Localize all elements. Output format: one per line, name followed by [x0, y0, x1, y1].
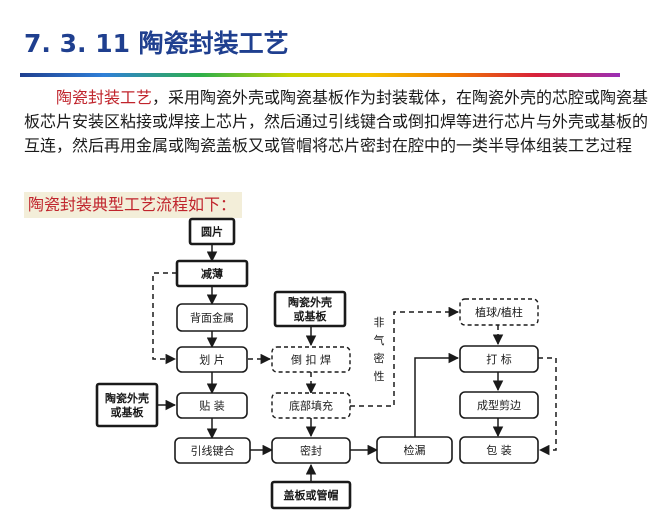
- flow-node-label: 或基板: [111, 405, 145, 419]
- flow-node-label: 背面金属: [190, 311, 234, 325]
- non-hermetic-label: 非 气 密 性: [374, 316, 385, 383]
- flow-node-label: 检漏: [404, 443, 426, 457]
- flow-edges: [152, 244, 557, 482]
- flow-node-label: 贴 装: [199, 399, 225, 413]
- flow-node-label: 密封: [300, 444, 322, 458]
- flow-node-label: 或基板: [294, 309, 328, 323]
- flow-node-label: 减薄: [201, 267, 223, 281]
- page-title: 7. 3. 11 陶瓷封装工艺: [24, 29, 289, 58]
- flow-node-box: [273, 290, 347, 328]
- side-note-char: 性: [374, 369, 385, 383]
- flow-node-label: 包 装: [486, 444, 512, 457]
- flow-node-box: [271, 392, 351, 419]
- flow-node-box: [95, 382, 159, 428]
- flow-node-mark: 打 标: [459, 345, 539, 373]
- flow-node-seal: 密封: [271, 437, 351, 464]
- flow-node-underfill: 底部填充: [271, 392, 351, 419]
- flow-node-thin: 减薄: [175, 259, 249, 288]
- flow-node-ball: 植球/植柱: [459, 298, 539, 326]
- flow-node-box: [176, 392, 248, 419]
- title-divider: [20, 73, 620, 77]
- flow-node-backmetal: 背面金属: [176, 303, 248, 332]
- flow-node-box: [459, 298, 539, 326]
- side-note-char: 非: [374, 316, 385, 329]
- flow-node-lid: 盖板或管帽: [270, 480, 352, 510]
- flow-node-wirebond: 引线键合: [174, 437, 251, 464]
- flow-node-box: [176, 346, 248, 373]
- flow-node-attach: 贴 装: [176, 392, 248, 419]
- flow-node-label: 划 片: [199, 354, 225, 367]
- flow-node-box: [376, 436, 453, 464]
- flow-node-dicing: 划 片: [176, 346, 248, 373]
- edge-mark-skip-pack: [538, 357, 557, 456]
- flow-node-label: 陶瓷外壳: [105, 391, 149, 405]
- flow-node-box: [270, 480, 352, 510]
- flow-heading: 陶瓷封装典型工艺流程如下：: [24, 192, 243, 218]
- edge-thin-skip-dicing: [152, 272, 177, 365]
- flow-node-box: [271, 437, 351, 464]
- flow-node-wafer: 圆片: [188, 217, 236, 246]
- side-note-char: 密: [374, 351, 385, 365]
- flow-node-trim: 成型剪边: [459, 391, 539, 419]
- flow-node-box: [459, 391, 539, 419]
- intro-paragraph: 陶瓷封装工艺，采用陶瓷外壳或陶瓷基板作为封装载体，在陶瓷外壳的芯腔或陶瓷基板芯片…: [24, 86, 654, 158]
- flow-node-box: [176, 303, 248, 332]
- flow-node-box: [459, 345, 539, 373]
- intro-highlight: 陶瓷封装工艺: [56, 88, 153, 107]
- flow-node-leakcheck: 检漏: [376, 436, 453, 464]
- flow-node-label: 引线键合: [191, 444, 235, 458]
- flow-node-label: 植球/植柱: [475, 305, 523, 319]
- flow-node-label: 圆片: [201, 225, 223, 239]
- flow-node-label: 倒 扣 焊: [291, 353, 331, 367]
- flow-node-box: [459, 436, 539, 464]
- flow-node-box: [188, 217, 236, 246]
- flow-node-label: 陶瓷外壳: [288, 295, 332, 309]
- flow-node-label: 打 标: [486, 352, 512, 366]
- flow-node-box: [271, 346, 351, 373]
- edge-leakcheck-mark: [414, 352, 460, 437]
- edge-underfill-ball: [350, 306, 460, 407]
- flow-node-label: 底部填充: [289, 399, 333, 413]
- flow-node-pack: 包 装: [459, 436, 539, 464]
- flow-node-box: [175, 259, 249, 288]
- flow-node-label: 盖板或管帽: [284, 488, 339, 502]
- intro-text: ，采用陶瓷外壳或陶瓷基板作为封装载体，在陶瓷外壳的芯腔或陶瓷基板芯片安装区粘接或…: [24, 88, 649, 155]
- flow-node-box: [174, 437, 251, 464]
- side-note-char: 气: [374, 333, 385, 347]
- flow-node-label: 成型剪边: [477, 398, 521, 412]
- flow-node-flipchip: 倒 扣 焊: [271, 346, 351, 373]
